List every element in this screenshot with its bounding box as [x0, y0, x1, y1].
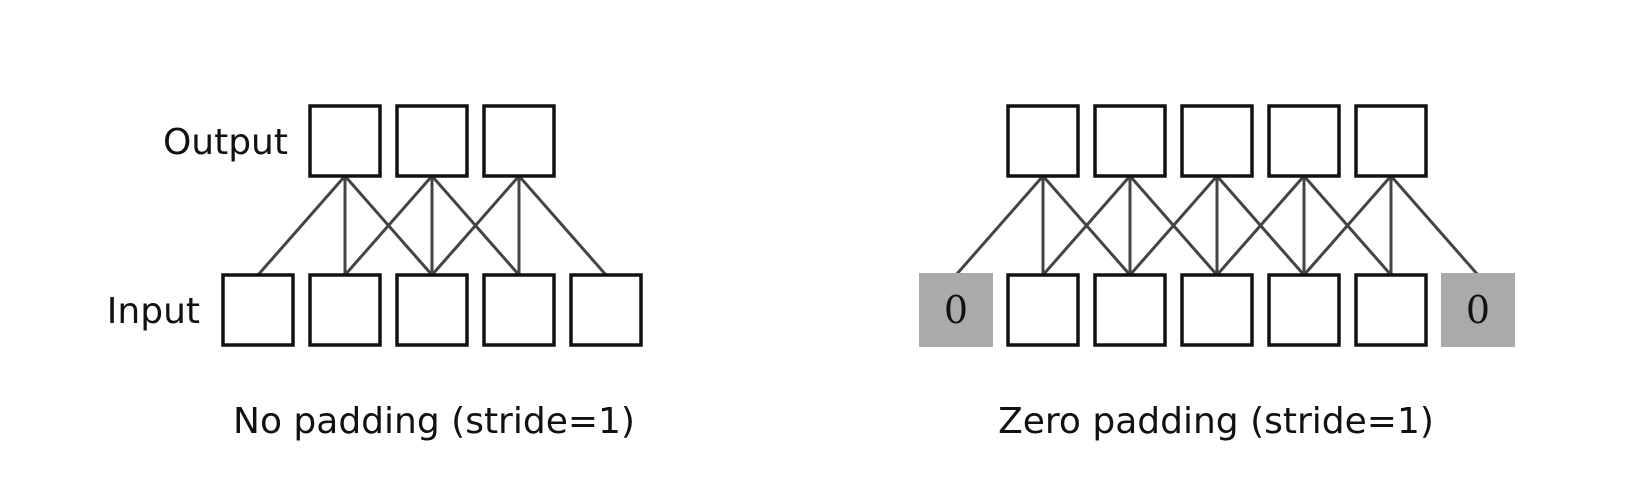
right-edge — [1041, 175, 1132, 276]
right-edge — [1215, 175, 1306, 276]
right-output-row — [1006, 104, 1428, 178]
left-edge — [256, 175, 347, 276]
right-input-box — [1006, 273, 1080, 347]
right-edge — [954, 175, 1045, 276]
left-input-box — [395, 273, 469, 347]
left-output-box — [482, 104, 556, 178]
right-input-box — [1093, 273, 1167, 347]
left-input-row — [221, 273, 643, 347]
right-connection-lines — [954, 175, 1480, 276]
left-connection-lines — [256, 175, 608, 276]
left-input-box — [221, 273, 295, 347]
right-edge — [1302, 175, 1393, 276]
zero-padding-caption: Zero padding (stride=1) — [998, 401, 1434, 442]
right-output-box — [1180, 104, 1254, 178]
left-edge — [343, 175, 434, 276]
right-input-box — [1267, 273, 1341, 347]
left-output-row — [308, 104, 556, 178]
right-edge — [1389, 175, 1480, 276]
left-input-box — [569, 273, 643, 347]
right-edge — [1128, 175, 1219, 276]
input-row-label: Input — [107, 291, 200, 332]
right-output-box — [1354, 104, 1428, 178]
right-output-box — [1093, 104, 1167, 178]
zero-pad-value: 0 — [1466, 288, 1490, 332]
no-padding-panel: Output Input No padding (stride=1) — [107, 104, 643, 442]
right-zero-pad-box — [1441, 273, 1515, 347]
right-output-box — [1267, 104, 1341, 178]
output-row-label: Output — [163, 122, 288, 163]
right-zero-pad-box — [919, 273, 993, 347]
left-output-box — [395, 104, 469, 178]
zero-pad-value: 0 — [944, 288, 968, 332]
left-edge — [517, 175, 608, 276]
left-input-box — [308, 273, 382, 347]
left-output-box — [308, 104, 382, 178]
right-input-box — [1354, 273, 1428, 347]
right-input-box — [1180, 273, 1254, 347]
left-input-box — [482, 273, 556, 347]
left-edge — [430, 175, 521, 276]
right-output-box — [1006, 104, 1080, 178]
no-padding-caption: No padding (stride=1) — [233, 401, 635, 442]
